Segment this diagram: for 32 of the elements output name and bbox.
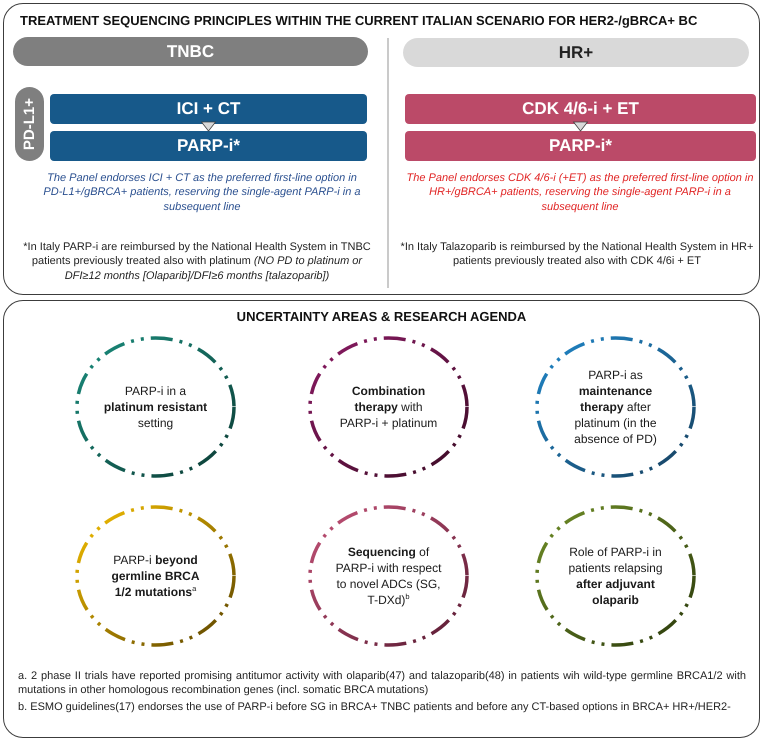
group-header: TNBC [13,37,368,66]
topic-ellipse [75,505,236,647]
footnote: *In Italy Talazoparib is reimbursed by the National Health System in HR+ patients previously treated also with CDK 4/6i + ET [400,240,754,269]
footnote: *In Italy PARP-i are reimbursed by the National Health System in TNBC patients previously treated also with platinum (NO PD to platinum or DFI≥12 months [Olaparib]/DFI≥6 months [talazoparib]) [22,240,372,283]
topic-text: PARP-i in a platinum resistant setting [102,382,208,432]
topic-text: Sequencing of PARP-i with respect to novel ADCs (SG, T-DXd)$^{b}$ [335,544,442,608]
topic-text: Combination therapy with PARP-i + platinum [338,382,438,432]
footnote: b. ESMO guidelines(17) endorses the use of PARP-i before SG in BRCA+ TNBC patients and before any CT-based options in BRCA+ HR+/HER2- [18,700,732,714]
panel [3,3,760,295]
topic-ellipse [308,505,469,647]
topic-ellipse [308,336,469,478]
topic-ellipse [75,336,236,478]
topic-ellipse [535,505,696,647]
topic-text: PARP-i as maintenance therapy after platinum (in the absence of PD) [573,366,658,448]
treatment-bar: PARP-i* [50,131,367,161]
treatment-bar: CDK 4/6-i + ET [405,94,756,124]
arrow [573,122,588,132]
topic-text: Role of PARP-i in patients relapsing after adjuvant olaparib [567,544,664,608]
subgroup-tab [15,87,44,161]
panel-heading: TREATMENT SEQUENCING PRINCIPLES WITHIN THE CURRENT ITALIAN SCENARIO FOR HER2-/gBRCA+ BC [20,13,698,28]
topic-ellipse [535,336,696,478]
panel-heading: UNCERTAINTY AREAS & RESEARCH AGENDA [236,309,526,324]
arrow [201,122,216,132]
group-header: HR+ [403,38,749,67]
tab-label: PD-L1+ [21,98,38,150]
panel [3,300,760,738]
topic-text: PARP-i beyond germline BRCA 1/2 mutations$^{a}$ [110,552,200,600]
recommendation-text: The Panel endorses CDK 4/6-i (+ET) as the preferred first-line option in HR+/gBRCA+ patients, reserving the single-agent PARP-i in a subsequent line [406,171,754,214]
footnote: a. 2 phase II trials have reported promising antitumor activity with olaparib(47) and talazoparib(48) in patients wih wild-type germline BRCA1/2 with mutations in other homologous recombination genes (incl. somatic BRCA mutations) [18,669,746,698]
treatment-bar: ICI + CT [50,94,367,124]
treatment-bar: PARP-i* [405,131,756,161]
recommendation-text: The Panel endorses ICI + CT as the preferred first-line option in PD-L1+/gBRCA+ patients, reserving the single-agent PARP-i in a subsequent line [42,171,362,214]
